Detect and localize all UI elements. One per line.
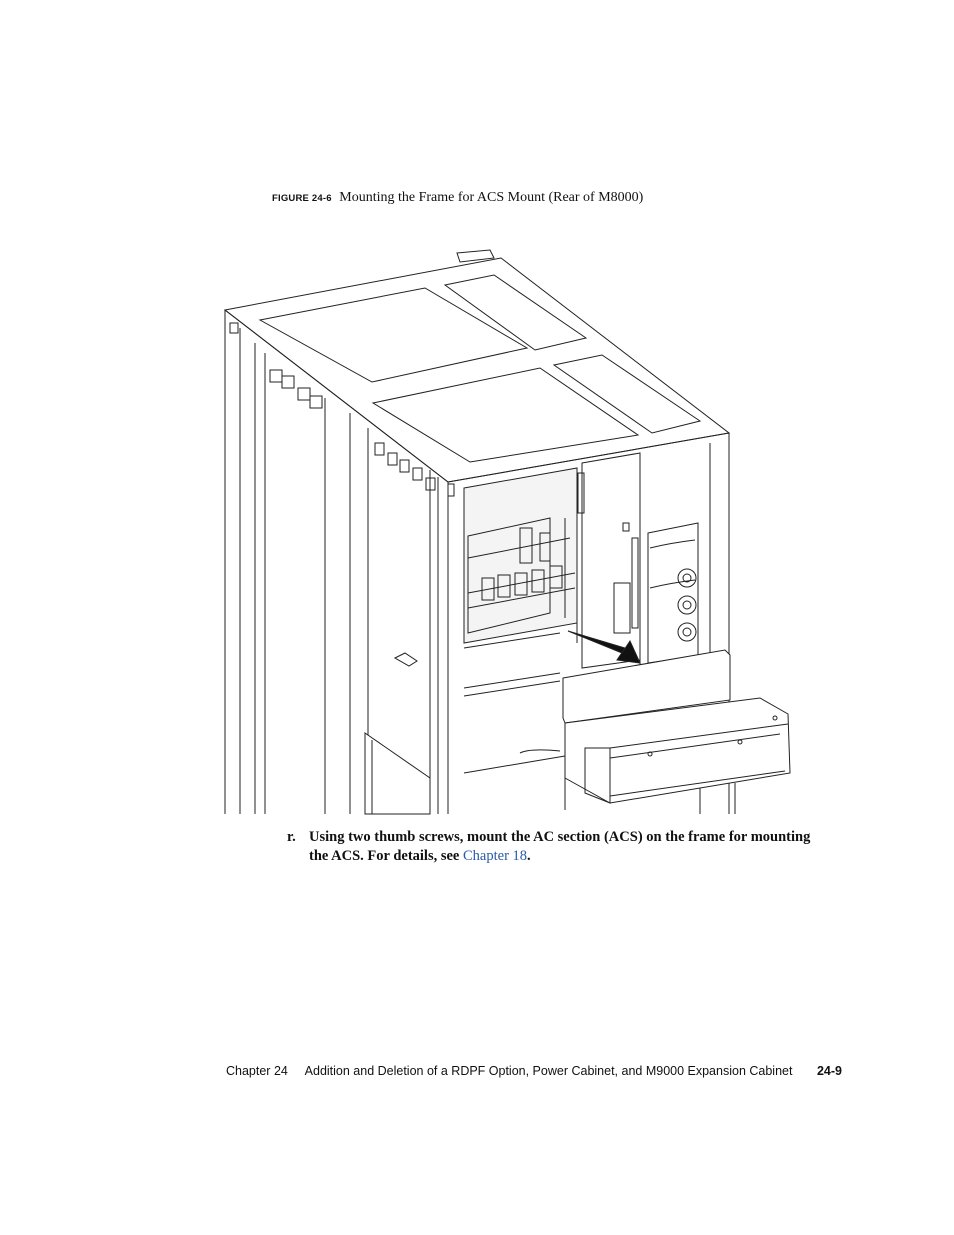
cabinet-illustration — [220, 248, 800, 818]
step-text: Using two thumb screws, mount the AC sec… — [309, 829, 811, 864]
chapter-link[interactable]: Chapter 18 — [463, 848, 528, 864]
instruction-step: r. Using two thumb screws, mount the AC … — [287, 828, 817, 866]
step-marker: r. — [287, 829, 296, 845]
figure-title: Mounting the Frame for ACS Mount (Rear o… — [339, 190, 644, 205]
page-footer: Chapter 24 Addition and Deletion of a RD… — [226, 1064, 842, 1078]
footer-chapter: Chapter 24 — [226, 1064, 288, 1078]
figure-label: FIGURE 24-6 — [272, 193, 332, 204]
page-number: 24-9 — [816, 1064, 842, 1078]
figure-caption: FIGURE 24-6 Mounting the Frame for ACS M… — [272, 190, 643, 206]
step-end: . — [527, 848, 531, 864]
footer-title: Addition and Deletion of a RDPF Option, … — [304, 1064, 793, 1078]
